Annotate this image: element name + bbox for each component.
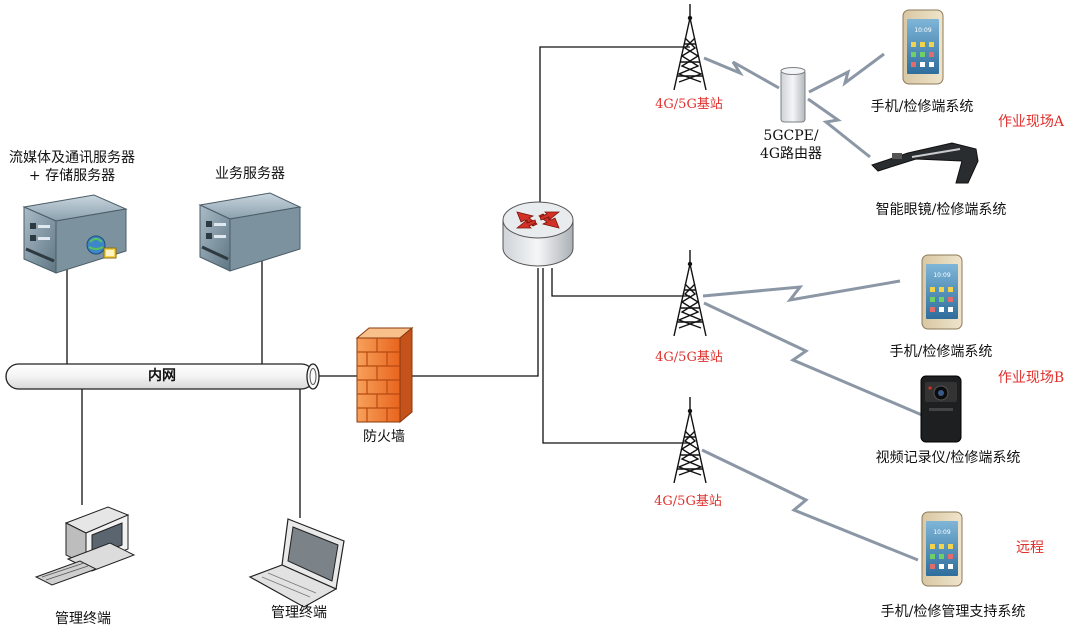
wireless-cpe-phone-a [808,52,885,94]
intranet-label: 内网 [148,368,176,384]
glasses-label: 智能眼镜/检修端系统 [875,202,1007,218]
wireless-links [701,52,923,562]
recorder-label: 视频记录仪/检修端系统 [875,450,1021,466]
wireless-middle-station-phone-b [702,279,901,303]
business-server-icon [198,192,302,272]
cpe-router-icon [780,67,806,123]
phone-a-label: 手机/检修端系统 [870,99,974,115]
wireless-cpe-glasses [807,97,871,159]
media-server-label-line1: 流媒体及通讯服务器 [9,150,135,166]
wireless-top-station-cpe [703,56,780,90]
desktop-terminal-icon [34,506,136,586]
media-storage-server-icon [22,194,128,274]
phone-b-label: 手机/检修端系统 [889,344,993,360]
phone-remote-label: 手机/检修管理支持系统 [880,604,1026,620]
link-router-bottom-station [542,268,690,444]
cpe-label-line1: 5GCPE/ [763,128,819,144]
link-router-top-station [539,46,690,205]
base-station-middle-label: 4G/5G基站 [655,350,723,365]
base-station-middle-icon [673,250,707,337]
video-recorder-icon [920,375,962,443]
svg-text:10:09: 10:09 [933,272,950,279]
site-remote-label: 远程 [1016,540,1044,556]
desktop-terminal-label: 管理终端 [55,611,111,627]
link-firewall-router [412,268,539,377]
svg-text:10:09: 10:09 [933,529,950,536]
intranet-bus [5,363,320,390]
laptop-terminal-label: 管理终端 [271,605,327,621]
base-station-top-label: 4G/5G基站 [655,97,723,112]
media-server-label-line2: + 存储服务器 [28,168,116,184]
business-server-label: 业务服务器 [215,166,285,182]
svg-text:10:09: 10:09 [914,27,931,34]
site-a-label: 作业现场A [997,114,1065,130]
wireless-middle-station-recorder [703,301,923,417]
site-b-label: 作业现场B [997,370,1065,386]
phone-remote-icon: 10:09 [921,511,963,587]
smart-glasses-icon [871,142,979,184]
wireless-bottom-station-remote-phone [701,448,919,562]
laptop-terminal-icon [248,518,345,608]
phone-a-icon: 10:09 [902,9,944,85]
link-router-middle-station [551,268,690,297]
base-station-bottom-icon [673,397,707,484]
router-icon [502,201,574,267]
wired-links [66,46,690,518]
firewall-label: 防火墙 [363,429,405,445]
cpe-label-line2: 4G路由器 [759,146,823,162]
firewall-icon [355,326,414,424]
base-station-top-icon [673,4,707,91]
phone-b-icon: 10:09 [921,254,963,330]
base-station-bottom-label: 4G/5G基站 [654,494,722,509]
